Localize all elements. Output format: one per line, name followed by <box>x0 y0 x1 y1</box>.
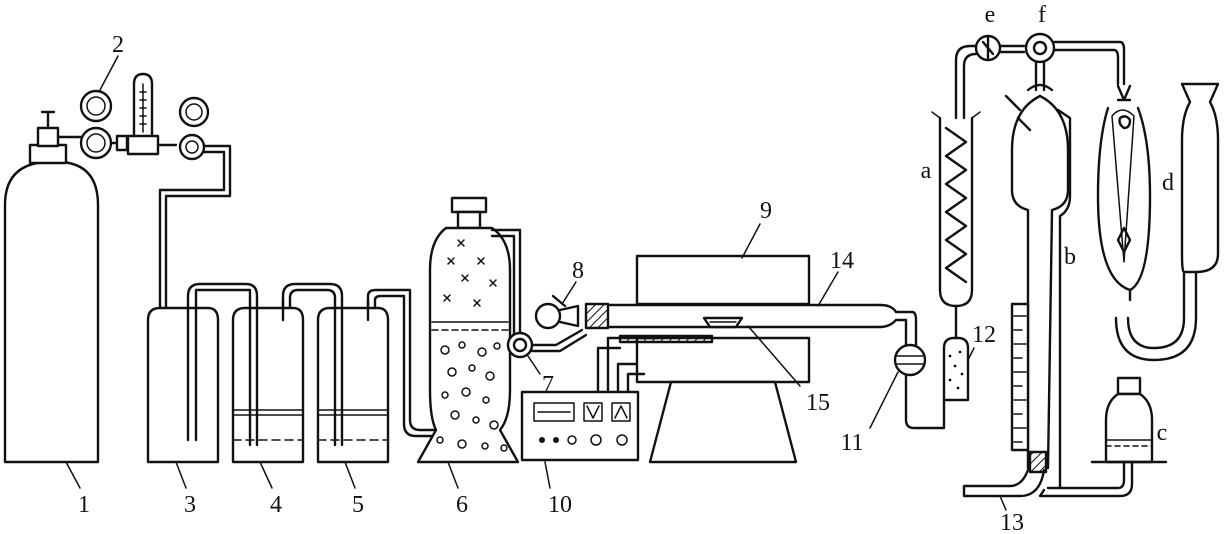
label-e: e <box>985 2 996 28</box>
label-1: 1 <box>78 492 90 518</box>
label-c: c <box>1157 420 1168 446</box>
label-13: 13 <box>1000 510 1024 534</box>
label-15: 15 <box>806 390 830 416</box>
label-8: 8 <box>572 258 584 284</box>
leader-lines <box>65 55 1007 511</box>
label-7: 7 <box>542 372 554 398</box>
label-d: d <box>1162 170 1174 196</box>
absorption-pipette <box>1096 82 1220 362</box>
label-10: 10 <box>548 492 572 518</box>
three-way-valve <box>506 328 588 359</box>
label-11: 11 <box>840 430 863 456</box>
label-b: b <box>1064 244 1076 270</box>
leveling-bottle <box>1090 376 1168 464</box>
safety-bulb <box>893 343 946 430</box>
label-a: a <box>921 158 932 184</box>
label-4: 4 <box>270 492 282 518</box>
wash-bottle-4 <box>231 298 305 464</box>
sample-boat <box>702 316 744 329</box>
stopcock-f <box>998 32 1126 92</box>
label-5: 5 <box>352 492 364 518</box>
leveling-tube <box>962 454 1134 498</box>
drying-tube <box>942 304 970 402</box>
label-9: 9 <box>760 198 772 224</box>
label-12: 12 <box>972 322 996 348</box>
label-14: 14 <box>830 248 854 274</box>
flowmeter <box>126 72 210 161</box>
stopcock-e <box>974 34 1002 62</box>
gas-burette <box>1004 83 1072 490</box>
wash-bottle-5 <box>316 298 390 464</box>
tube-furnace <box>618 254 811 464</box>
gas-cylinder <box>3 110 100 464</box>
bulb-stopper <box>534 294 580 330</box>
gas-line-inlet <box>158 144 232 310</box>
drying-tower <box>416 196 522 464</box>
label-f: f <box>1038 2 1046 28</box>
label-6: 6 <box>456 492 468 518</box>
bottle-connectors <box>186 282 438 438</box>
pressure-regulator <box>56 89 130 160</box>
coil-condenser <box>931 44 981 308</box>
label-2: 2 <box>112 32 124 58</box>
temperature-controller <box>520 336 662 462</box>
wash-bottle-3 <box>146 298 220 464</box>
label-3: 3 <box>184 492 196 518</box>
